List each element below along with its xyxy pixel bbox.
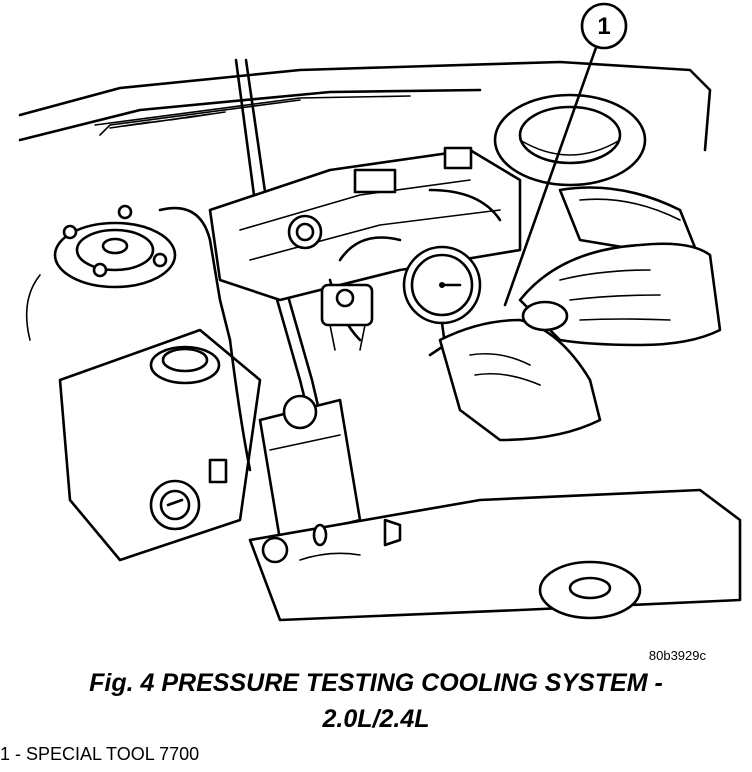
cowl-vent [109,111,226,129]
headlamp-bracket [538,560,642,620]
battery [58,328,262,562]
figure-caption-line-2: 2.0L/2.4L [322,705,430,733]
brake-booster [493,93,647,187]
figure-caption-line-1: Fig. 4 PRESSURE TESTING COOLING SYSTEM - [89,669,663,697]
engine-bay-illustration: 1 [18,2,742,622]
coolant-reservoir [258,394,362,542]
callout-leader-line [503,40,600,307]
pressure-gauge-tool [402,245,482,357]
legend-item-1: 1 - SPECIAL TOOL 7700 [0,744,200,764]
technician-hands [438,242,722,442]
figure-reference-code: 80b3929c [648,648,706,663]
strut-tower [25,204,177,341]
callout-circle [580,2,628,50]
callout-number: 1 [597,13,610,40]
coolant-fitting [320,283,374,351]
